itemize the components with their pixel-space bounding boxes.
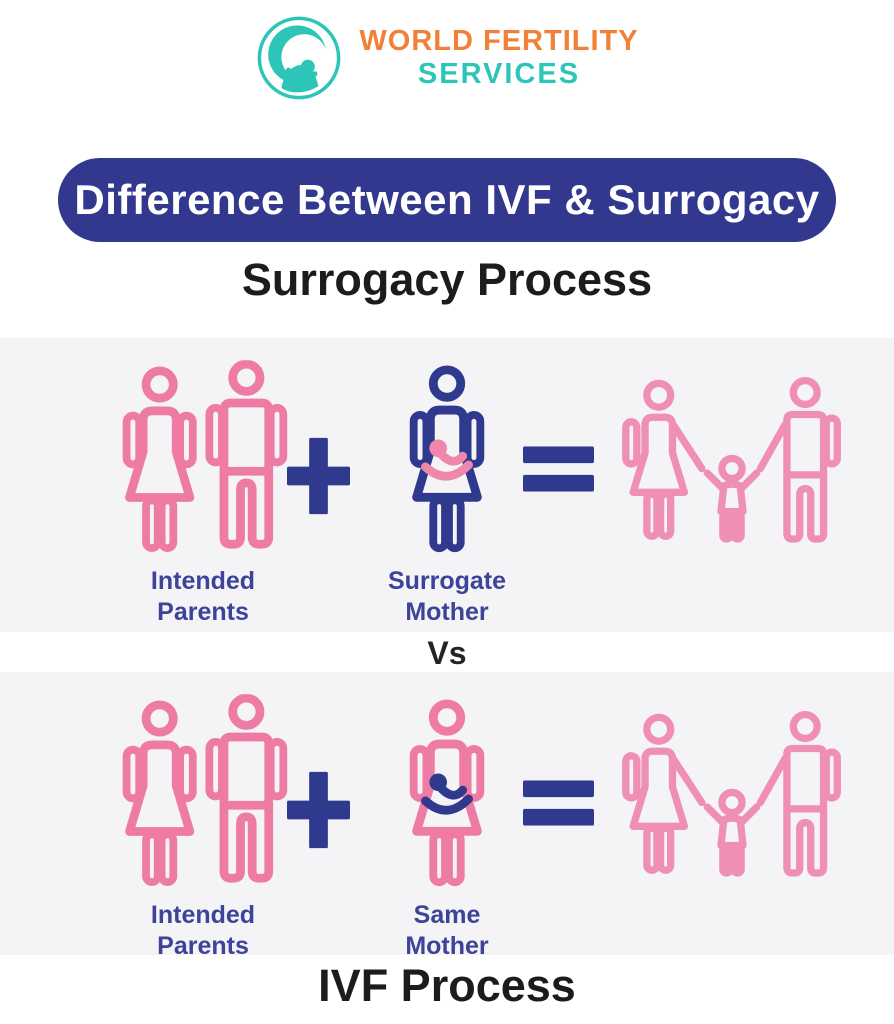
logo-name-line2: SERVICES: [417, 58, 581, 90]
family-group: [612, 376, 852, 550]
ivf-row: Intended Parents Same Mother: [0, 672, 894, 960]
equals-icon: [523, 780, 594, 826]
surrogacy-process-heading: Surrogacy Process: [241, 254, 653, 305]
vs-divider: Vs: [0, 632, 894, 672]
same-mother-label: Same Mother: [405, 901, 489, 960]
family-icon: [613, 710, 851, 884]
couple-icon: [111, 360, 296, 560]
surrogacy-row: Intended Parents Surrogate Mother: [0, 338, 894, 632]
page-title: Difference Between IVF & Surrogacy: [74, 176, 820, 223]
plus-icon: [287, 766, 350, 854]
intended-parents-label: Intended Parents: [150, 901, 256, 960]
intended-parents-group: Intended Parents: [106, 694, 300, 961]
mother-with-baby-icon: [398, 698, 496, 894]
title-banner: Difference Between IVF & Surrogacy: [58, 158, 836, 242]
ivf-process-heading: IVF Process: [318, 960, 576, 1011]
logo-text: WORLD FERTILITY SERVICES: [359, 25, 638, 92]
mother-baby-logo-icon: [258, 16, 341, 100]
surrogate-mother-label: Surrogate Mother: [387, 567, 507, 626]
pregnant-woman-icon: [398, 364, 496, 560]
same-mother-group: Same Mother: [372, 698, 522, 961]
surrogate-mother-group: Surrogate Mother: [372, 364, 522, 627]
plus-icon: [287, 432, 350, 520]
couple-icon: [111, 694, 296, 894]
equals-icon: [523, 446, 594, 492]
logo-name-line1: WORLD FERTILITY: [359, 24, 639, 57]
logo: WORLD FERTILITY SERVICES: [0, 8, 894, 108]
intended-parents-label: Intended Parents: [150, 567, 256, 626]
family-icon: [613, 376, 851, 550]
intended-parents-group: Intended Parents: [106, 360, 300, 627]
family-group: [612, 710, 852, 884]
